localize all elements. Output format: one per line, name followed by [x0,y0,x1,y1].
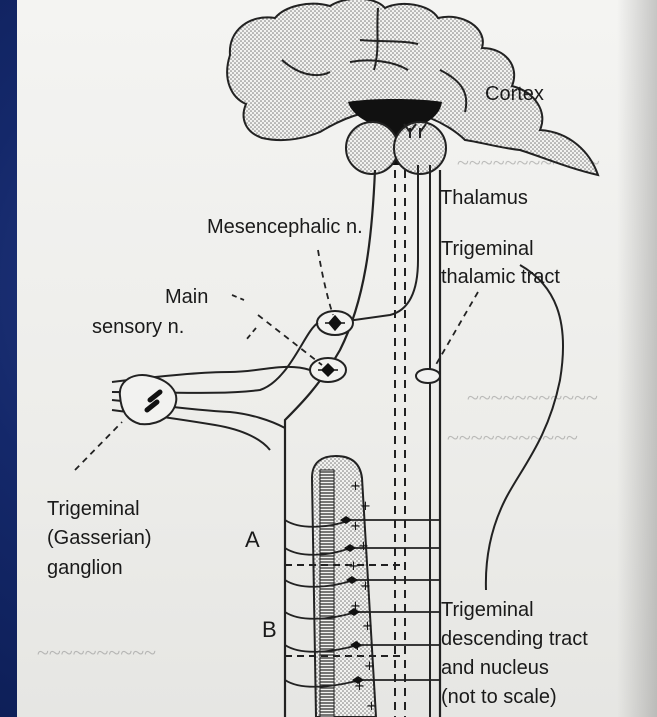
label-main: Main [165,284,208,311]
label-descending-1: Trigeminal [441,597,534,624]
thalamus-left-lobe [346,122,398,174]
svg-text:+: + [360,499,371,514]
label-ganglion-1: Trigeminal [47,496,140,523]
label-ganglion-2: (Gasserian) [47,525,151,552]
leader-main-sensory-2 [232,295,256,340]
label-trigeminal-thalamic-2: thalamic tract [441,264,560,291]
label-ganglion-3: ganglion [47,555,123,582]
label-trigeminal-thalamic-1: Trigeminal [441,236,534,263]
svg-text:+: + [364,659,375,674]
label-descending-2: descending tract [441,626,588,653]
trigeminal-thalamic-tract [340,165,418,322]
leader-ganglion [75,422,122,470]
label-cortex: Cortex [485,81,544,108]
leader-mesencephalic [318,250,333,315]
svg-text:+: + [350,519,361,534]
label-descending-4: (not to scale) [441,684,557,711]
svg-text:+: + [366,699,377,714]
label-mesencephalic: Mesencephalic n. [207,214,363,241]
label-descending-3: and nucleus [441,655,549,682]
tract-cross-section [416,369,440,383]
label-sensory: sensory n. [92,314,184,341]
svg-text:+: + [350,479,361,494]
contralateral-tract-curve [486,265,563,590]
label-level-b: B [262,616,277,643]
label-level-a: A [245,526,260,553]
svg-text:+: + [358,539,369,554]
leader-main-sensory [258,315,322,365]
descending-tract [320,470,334,717]
label-thalamus: Thalamus [440,185,528,212]
svg-text:+: + [360,579,371,594]
svg-text:+: + [348,559,359,574]
svg-text:+: + [362,619,373,634]
